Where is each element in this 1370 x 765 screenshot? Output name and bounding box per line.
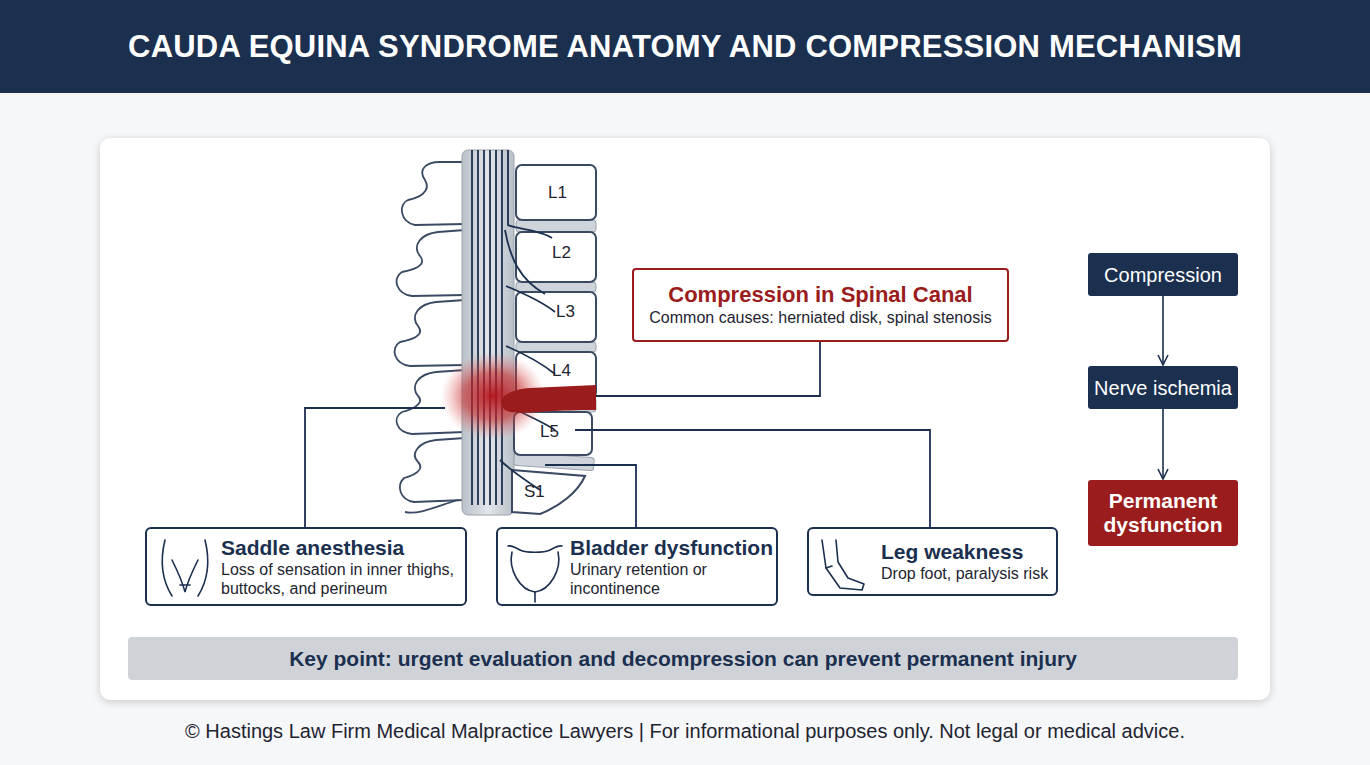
- spinal-canal: [462, 150, 514, 515]
- node-body: Common causes: herniated disk, spinal st…: [649, 308, 991, 328]
- caption-text: © Hastings Law Firm Medical Malpractice …: [0, 720, 1370, 743]
- outcome-step: Permanent dysfunction: [1088, 480, 1238, 546]
- saddle-icon: [162, 540, 207, 596]
- cause-callout: Compression in Spinal CanalCommon causes…: [632, 268, 1009, 342]
- node-heading: Leg weakness: [881, 539, 1048, 564]
- node-heading: Bladder dysfunction: [570, 535, 768, 560]
- leg-icon: [822, 540, 864, 590]
- node-body: Loss of sensation in inner thighs, butto…: [221, 560, 457, 598]
- flow-arrow: [1162, 296, 1164, 365]
- symptom-box: Bladder dysfunctionUrinary retention or …: [496, 527, 778, 606]
- vertebra-label: L1: [548, 183, 567, 203]
- node-heading: Saddle anesthesia: [221, 535, 457, 560]
- content-card: [100, 138, 1270, 700]
- leader-lines: [305, 342, 930, 527]
- node-body: Urinary retention or incontinence: [570, 560, 745, 598]
- process-step: Compression: [1088, 253, 1238, 296]
- title-band: CAUDA EQUINA SYNDROME ANATOMY AND COMPRE…: [0, 0, 1370, 93]
- key-point-band: Key point: urgent evaluation and decompr…: [128, 637, 1238, 680]
- vertebral-arches: [395, 162, 465, 502]
- node-heading: Nerve ischemia: [1094, 376, 1232, 400]
- node-heading: Permanent dysfunction: [1094, 489, 1232, 537]
- cauda-equina-nerves: [472, 150, 555, 505]
- compression-glow: [441, 352, 545, 440]
- node-heading: Compression: [1104, 263, 1222, 287]
- vertebra-label: S1: [524, 482, 545, 502]
- vertebra-label: L4: [552, 361, 571, 381]
- symptom-box: Leg weaknessDrop foot, paralysis risk: [807, 527, 1058, 596]
- node-body: Drop foot, paralysis risk: [881, 564, 1048, 584]
- bladder-icon: [508, 546, 562, 602]
- node-heading: Key point: urgent evaluation and decompr…: [289, 646, 1077, 671]
- node-heading: Compression in Spinal Canal: [668, 282, 972, 308]
- page-title: CAUDA EQUINA SYNDROME ANATOMY AND COMPRE…: [128, 29, 1242, 65]
- vertebra-label: L2: [552, 243, 571, 263]
- vertebra-label: L3: [556, 302, 575, 322]
- flow-arrow: [1162, 409, 1164, 479]
- vertebra-label: L5: [540, 422, 559, 442]
- intervertebral-discs: [514, 220, 596, 471]
- symptom-box: Saddle anesthesiaLoss of sensation in in…: [145, 527, 467, 606]
- herniated-disc: [501, 385, 596, 413]
- vertebral-bodies: [512, 165, 596, 514]
- process-step: Nerve ischemia: [1088, 366, 1238, 409]
